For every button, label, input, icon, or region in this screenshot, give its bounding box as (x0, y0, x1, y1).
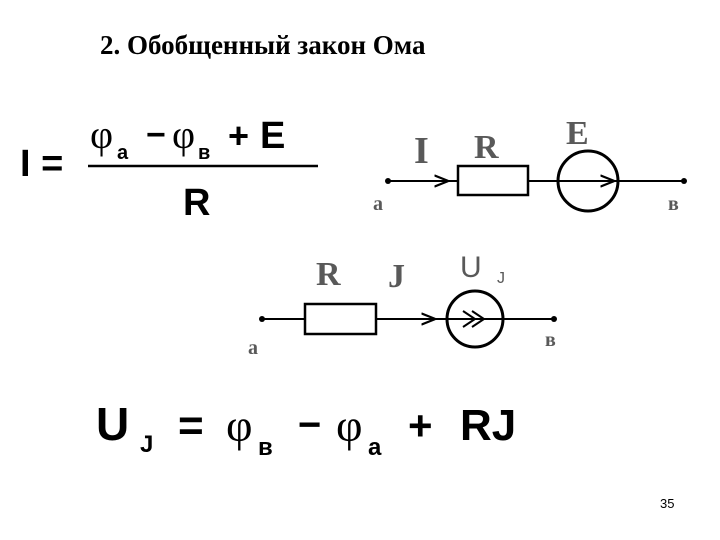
label-voltage-u: U (460, 251, 482, 284)
label-node-b-2: в (545, 329, 556, 351)
formula-u: U (96, 398, 129, 450)
resistor-2 (303, 302, 378, 336)
formula-u-sub-j: J (140, 431, 153, 458)
label-current-i: I (414, 130, 429, 172)
node-a-1 (385, 178, 391, 184)
formula-phi-b: φ (226, 400, 253, 451)
circuit-current-source-branch: R J U J a в (248, 251, 557, 359)
node-b-2 (551, 316, 557, 322)
formula-numerator-sub-a: a (117, 142, 129, 164)
label-node-b-1: в (668, 193, 679, 215)
slide-title: 2. Обобщенный закон Ома (100, 30, 426, 60)
formula-phi-a: φ (336, 400, 363, 451)
label-node-a-1: a (373, 193, 383, 215)
node-a-2 (259, 316, 265, 322)
formula-plus: + (408, 402, 433, 449)
label-emf-e: E (566, 115, 589, 152)
current-source (445, 289, 505, 349)
formula-numerator-emf: E (260, 115, 285, 157)
formula-current: I = φ a − φ в + E R (20, 112, 318, 224)
current-source-double-arrow (462, 310, 486, 328)
node-b-1 (681, 178, 687, 184)
circuit-emf-branch: I R E a в (373, 115, 687, 215)
formula-numerator-phi1: φ (90, 112, 113, 157)
label-voltage-sub-j: J (497, 270, 505, 287)
resistor-1 (456, 164, 530, 197)
formula-phi-a-sub: a (368, 434, 382, 461)
formula-numerator-sub-b: в (198, 142, 210, 164)
label-node-a-2: a (248, 337, 258, 359)
formula-numerator-minus: − (146, 116, 166, 154)
formula-phi-b-sub: в (258, 434, 273, 461)
label-resistor-r2: R (316, 256, 341, 293)
formula-numerator-phi2: φ (172, 112, 195, 157)
formula-equals: = (178, 401, 204, 450)
formula-lhs: I = (20, 143, 63, 185)
formula-denominator: R (183, 182, 210, 224)
formula-minus: − (298, 403, 321, 447)
label-current-j: J (388, 258, 405, 295)
label-resistor-r1: R (474, 129, 499, 166)
formula-voltage: U J = φ в − φ a + RJ (96, 398, 516, 461)
emf-source (556, 149, 620, 213)
slide-number: 35 (660, 496, 675, 511)
formula-rj: RJ (460, 401, 516, 450)
formula-numerator-plus: + (228, 115, 249, 156)
